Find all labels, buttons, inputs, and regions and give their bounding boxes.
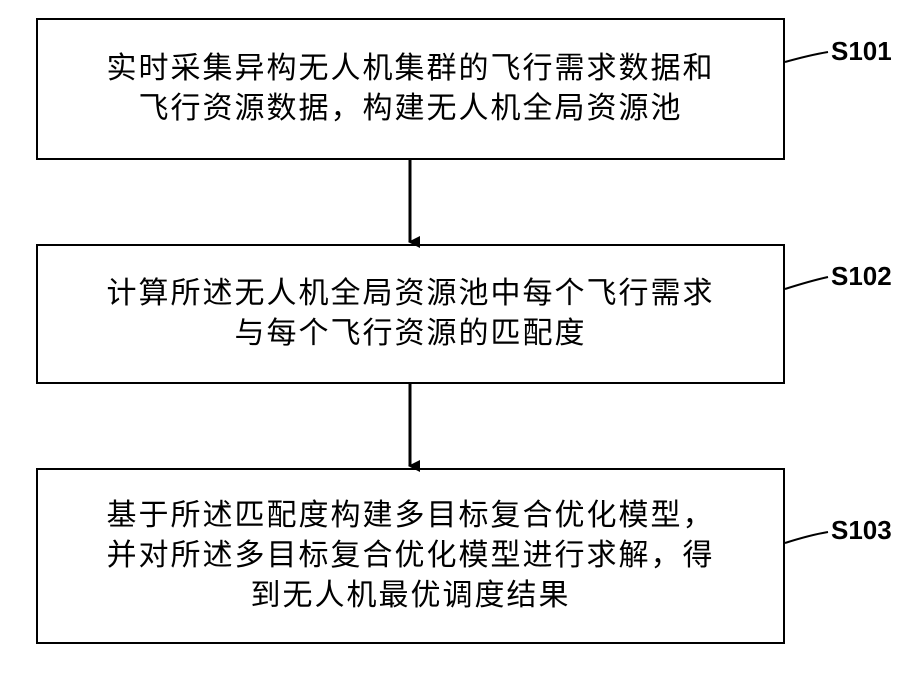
leader-line-s103: [785, 532, 828, 543]
leader-line-s102: [785, 277, 828, 289]
leader-line-s101: [785, 52, 828, 62]
